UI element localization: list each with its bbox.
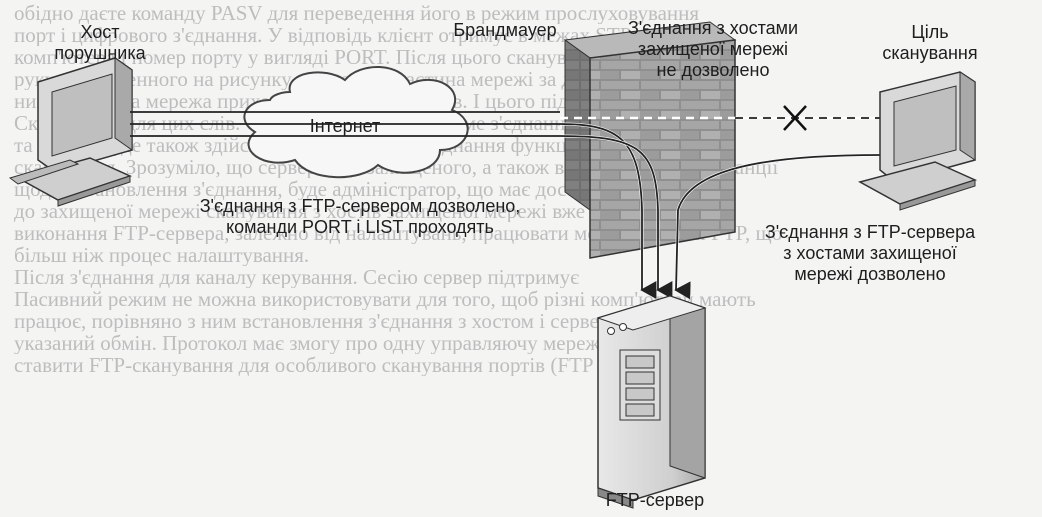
ftp-allowed-label: З'єднання з FTP-сервером дозволено, кома… bbox=[199, 196, 521, 237]
blocked-connection-label: З'єднання з хостами захищеної мережі не … bbox=[627, 18, 799, 80]
background-text-line: працює, порівняно з ним встановлення з'є… bbox=[14, 310, 633, 332]
background-text-line: обідно даєте команду PASV для переведенн… bbox=[14, 2, 700, 24]
attacker-computer-icon bbox=[8, 57, 133, 207]
connection-lines bbox=[130, 111, 560, 137]
background-text-line: Пасивний режим не можна використовувати … bbox=[14, 288, 756, 310]
ftp-arrows bbox=[559, 122, 881, 300]
internet-label: Інтернет bbox=[309, 116, 381, 136]
firewall-label: Брандмауер bbox=[453, 20, 557, 40]
background-text-line: порт і цифрового з'єднання. У відповідь … bbox=[14, 24, 722, 46]
background-text-line: Після з'єднання для каналу керування. Се… bbox=[14, 266, 580, 288]
blocked-x-icon bbox=[783, 105, 807, 131]
ftp-to-internal-label: З'єднання з FTP-сервера з хостами захище… bbox=[764, 222, 976, 284]
attacker-host-label: Хост порушника bbox=[54, 22, 146, 63]
background-text-line: більш ніж процес налаштування. bbox=[14, 244, 310, 266]
background-text-line: комп'ютера і номер порту у вигляді PORT.… bbox=[14, 46, 704, 68]
background-text-line: до захищеної мережі сканування з хостів … bbox=[14, 200, 702, 222]
ftp-server-icon bbox=[596, 295, 707, 509]
scan-target-computer-icon bbox=[858, 71, 978, 211]
ftp-server-label: FTP-сервер bbox=[605, 490, 705, 510]
scan-target-label: Ціль сканування bbox=[882, 22, 978, 63]
firewall-wall-icon bbox=[563, 21, 737, 259]
background-text-line: указаний обмін. Протокол має змогу про о… bbox=[14, 332, 672, 354]
background-text-line: ставити FTP-сканування для особливого ск… bbox=[14, 354, 663, 376]
background-text-line: щодо встановлення з'єднання, буде адміні… bbox=[14, 178, 692, 200]
internet-cloud-icon bbox=[243, 66, 469, 179]
